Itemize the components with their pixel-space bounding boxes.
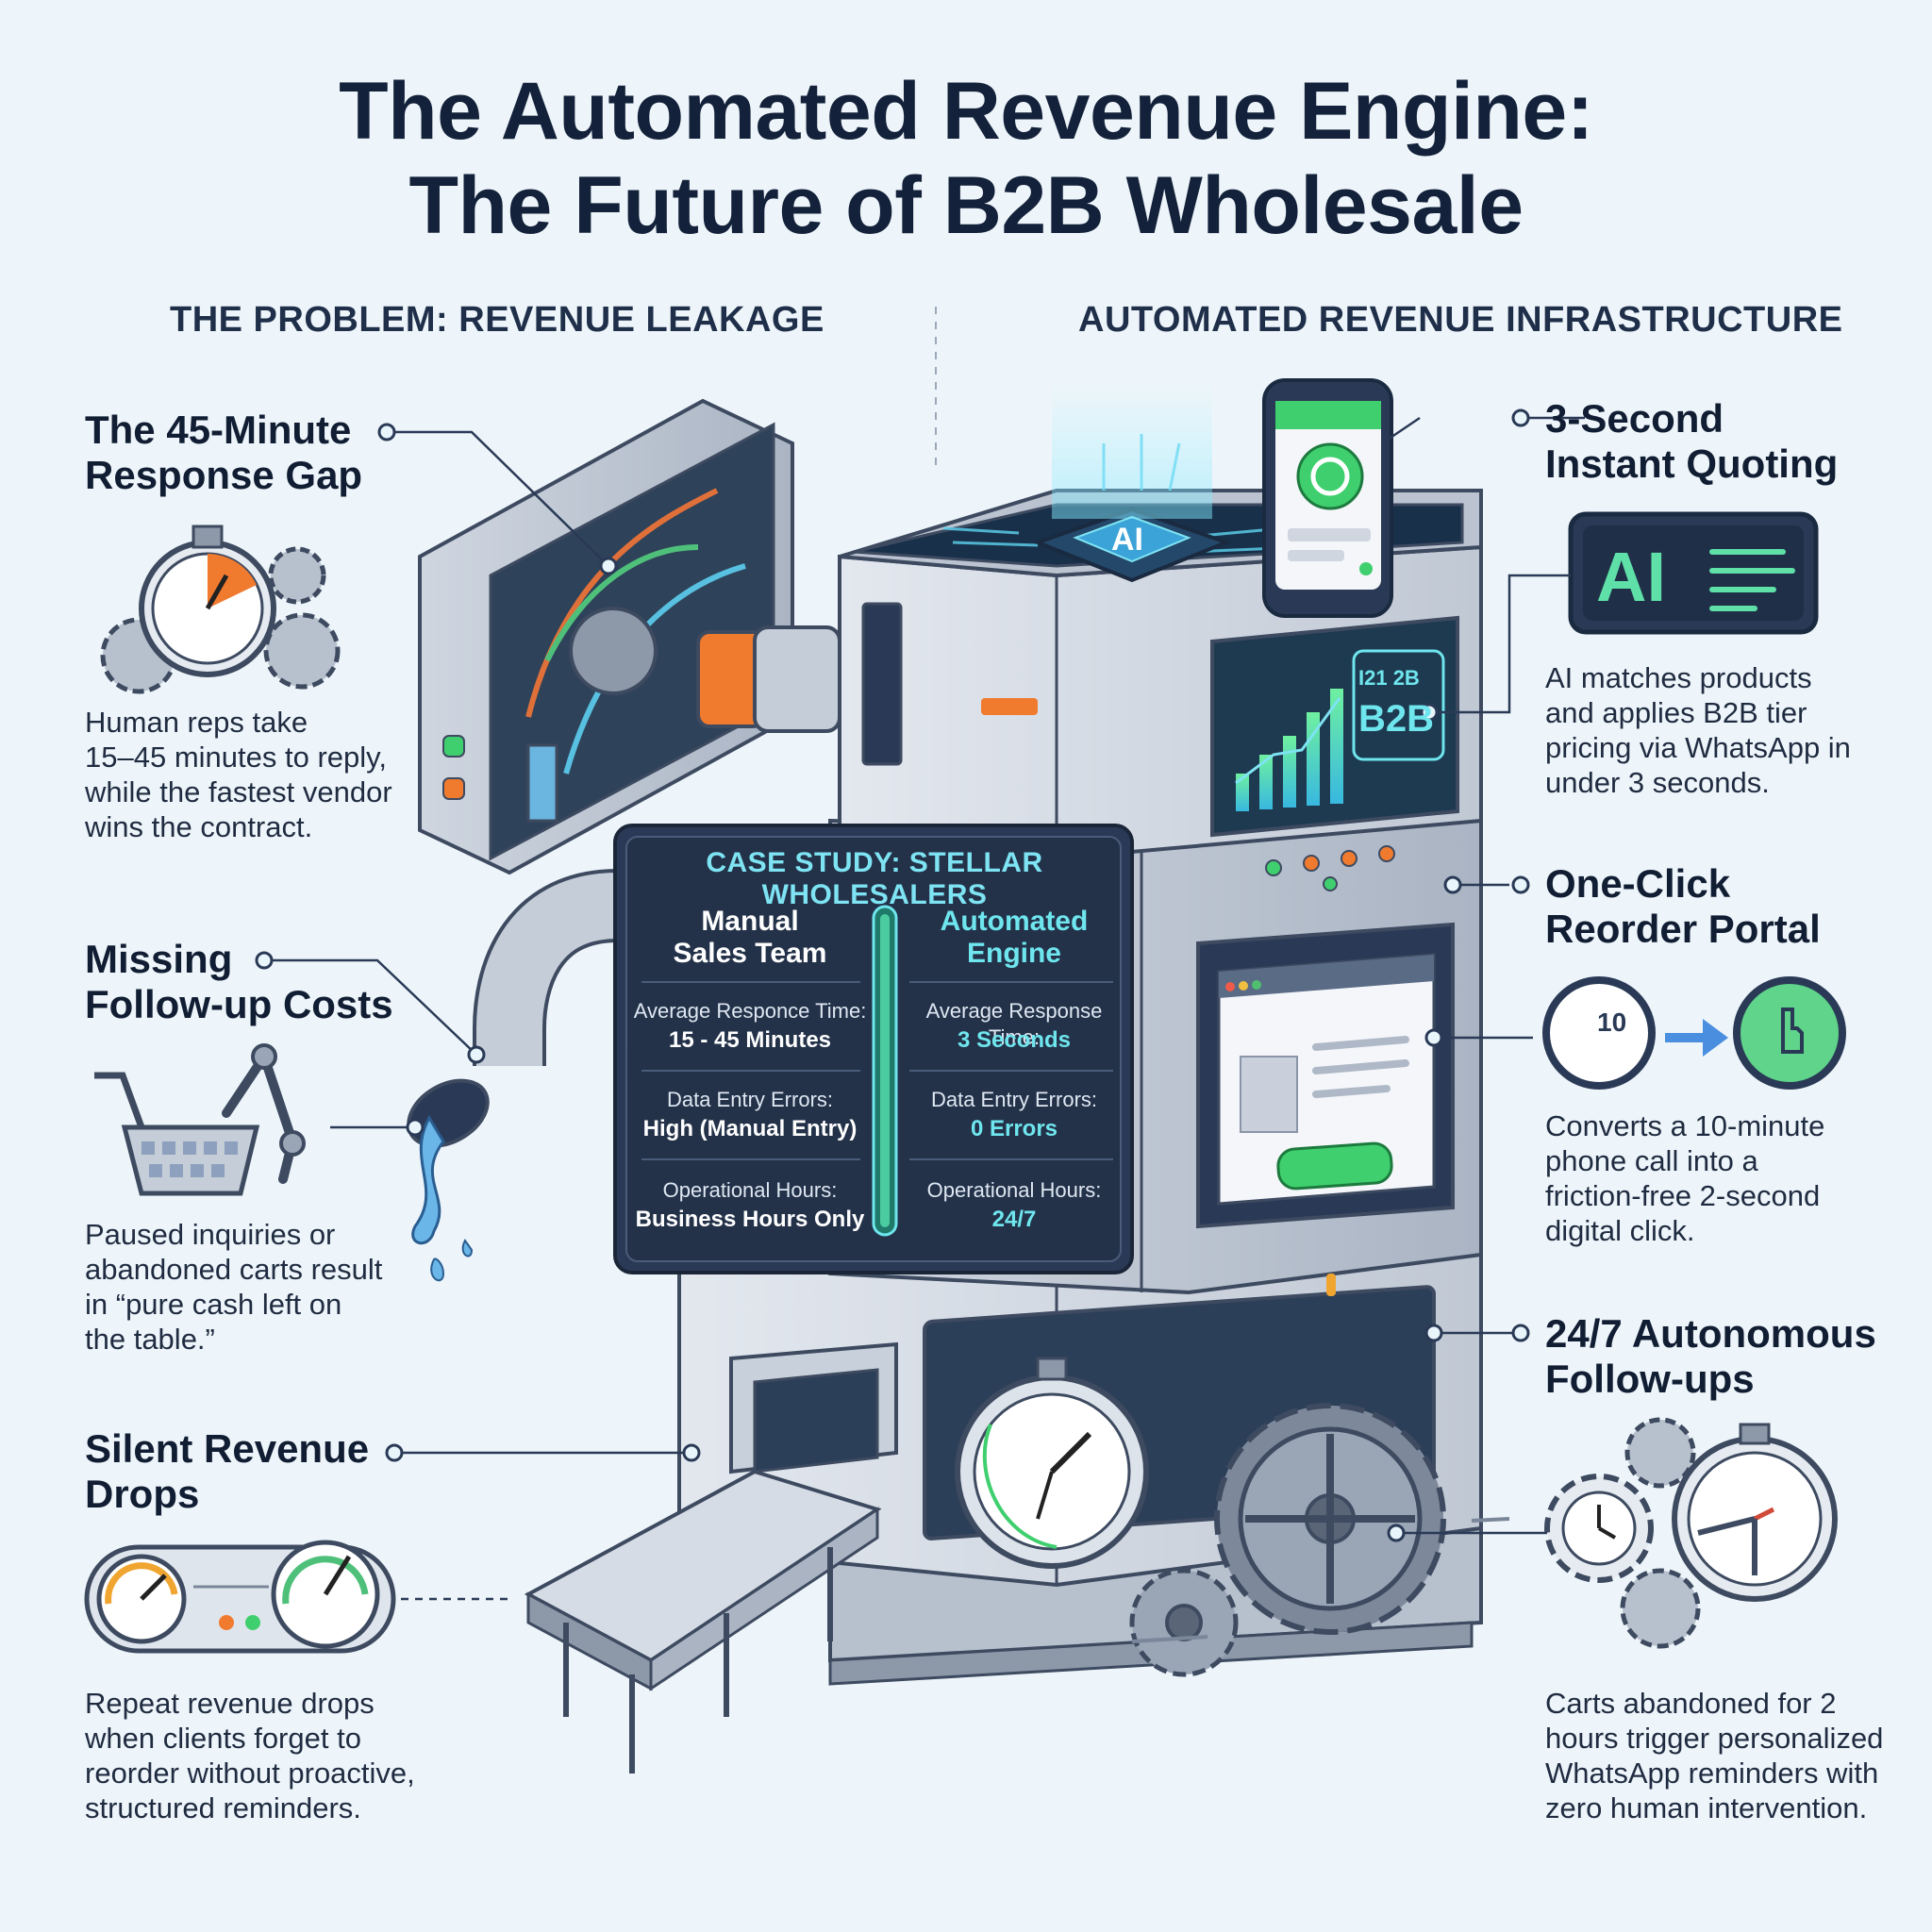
solution-3-body: Carts abandoned for 2 hours trigger pers… <box>1545 1687 1884 1824</box>
solution-2-title: One-Click Reorder Portal <box>1545 861 1821 951</box>
problem-heading: THE PROBLEM: REVENUE LEAKAGE <box>170 300 824 340</box>
manual-errors-label: Data Entry Errors: <box>666 1088 834 1111</box>
page-title-line1: The Automated Revenue Engine: <box>339 66 1593 157</box>
arrow-icon <box>1665 1019 1728 1057</box>
problem-1-title: The 45-Minute Response Gap <box>85 408 363 497</box>
engine-gear-icon <box>1129 1403 1446 1677</box>
autonomous-gears-icon <box>1544 1417 1838 1649</box>
growth-bars <box>1236 689 1343 811</box>
conveyor-belt <box>524 1341 898 1774</box>
manual-hours-value: Business Hours Only <box>635 1207 865 1232</box>
b2b-tag: I21 2B <box>1358 666 1420 690</box>
problem-1-body: Human reps take 15–45 minutes to reply, … <box>85 706 392 843</box>
problem-3-title: Silent Revenue Drops <box>85 1426 370 1516</box>
clock-number: 10 <box>1597 1008 1627 1037</box>
stopwatch-gears-icon <box>100 525 341 694</box>
auto-errors-label: Data Entry Errors: <box>930 1088 1098 1111</box>
robot-arm-basket-icon <box>94 1043 306 1196</box>
b2b-label: B2B <box>1358 698 1435 740</box>
manual-response-label: Average Responce Time: <box>633 999 867 1023</box>
problem-2-body: Paused inquiries or abandoned carts resu… <box>85 1218 383 1356</box>
auto-column-heading: Automated Engine <box>940 906 1089 969</box>
click-hand-icon <box>1733 976 1846 1090</box>
auto-response-label: Average Response Time: <box>925 999 1103 1049</box>
ai-badge-label: AI <box>1596 538 1666 616</box>
chip-label: AI <box>1111 522 1143 558</box>
phone-clock-icon <box>1542 976 1656 1090</box>
whatsapp-phone-icon <box>1262 378 1393 618</box>
solution-heading: AUTOMATED REVENUE INFRASTRUCTURE <box>1078 300 1843 340</box>
ai-chip-icon <box>1032 507 1232 583</box>
solution-1-body: AI matches products and applies B2B tier… <box>1545 661 1851 799</box>
case-study-title: CASE STUDY: STELLAR WHOLESALERS <box>706 847 1043 910</box>
auto-hours-value: 24/7 <box>991 1207 1037 1232</box>
gauges-dashboard-icon <box>84 1540 396 1654</box>
manual-column-heading: Manual Sales Team <box>673 906 827 969</box>
solution-2-body: Converts a 10-minute phone call into a f… <box>1545 1109 1825 1247</box>
case-study-panel <box>613 824 1134 1274</box>
auto-response-value: 3 Seconds <box>957 1027 1072 1053</box>
auto-hours-label: Operational Hours: <box>926 1178 1102 1202</box>
auto-errors-value: 0 Errors <box>970 1116 1058 1141</box>
manual-errors-value: High (Manual Entry) <box>642 1116 858 1141</box>
page-title-line2: The Future of B2B Wholesale <box>408 160 1524 251</box>
leaky-machine <box>407 398 841 1282</box>
engine-stopwatch-icon <box>955 1357 1149 1569</box>
solution-3-title: 24/7 Autonomous Follow-ups <box>1545 1311 1876 1401</box>
solution-1-title: 3-Second Instant Quoting <box>1545 396 1839 486</box>
problem-3-body: Repeat revenue drops when clients forget… <box>85 1687 415 1824</box>
manual-response-value: 15 - 45 Minutes <box>668 1027 832 1053</box>
problem-2-title: Missing Follow-up Costs <box>85 937 393 1026</box>
manual-hours-label: Operational Hours: <box>662 1178 838 1202</box>
ai-screen-icon <box>1568 511 1819 635</box>
